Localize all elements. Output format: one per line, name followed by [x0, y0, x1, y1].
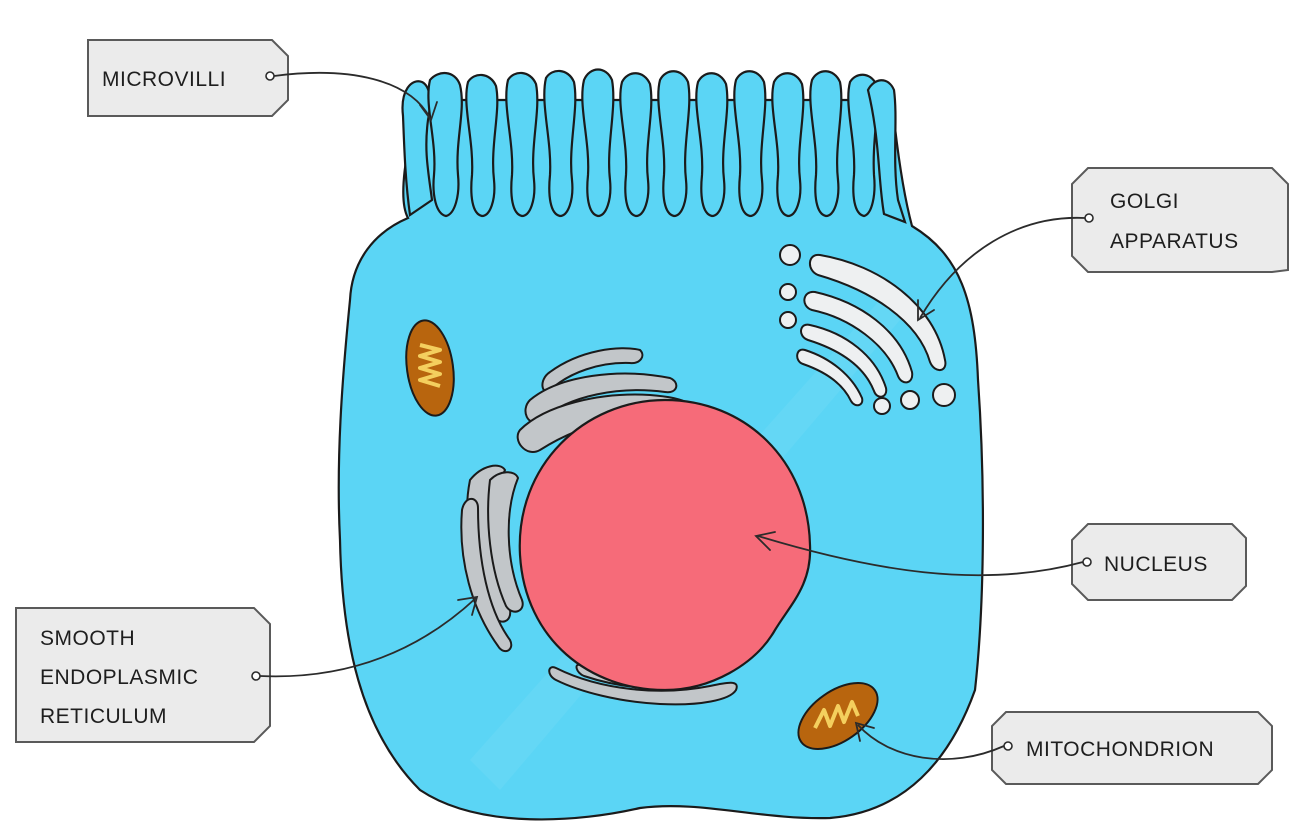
label-golgi-text-1: GOLGI — [1110, 190, 1179, 213]
label-golgi: GOLGI APPARATUS — [917, 167, 1289, 322]
label-mitochondrion-text: MITOCHONDRION — [1026, 738, 1214, 761]
label-nucleus-text: NUCLEUS — [1104, 553, 1208, 576]
label-microvilli: MICROVILLI — [87, 39, 438, 122]
label-ser-text-1: SMOOTH — [40, 627, 135, 650]
label-golgi-text-2: APPARATUS — [1110, 230, 1239, 253]
label-mitochondrion: MITOCHONDRION — [854, 711, 1273, 785]
golgi-apparatus — [779, 244, 956, 415]
label-ser-text-2: ENDOPLASMIC — [40, 666, 198, 689]
microvilli-group — [401, 68, 907, 224]
label-nucleus: NUCLEUS — [754, 523, 1247, 601]
label-ser-text-3: RETICULUM — [40, 705, 167, 728]
nucleus — [518, 398, 812, 692]
label-ser: SMOOTH ENDOPLASMIC RETICULUM — [15, 595, 479, 743]
label-microvilli-text: MICROVILLI — [102, 68, 226, 91]
mitochondrion-1 — [405, 319, 455, 417]
mitochondrion-2 — [797, 682, 879, 750]
